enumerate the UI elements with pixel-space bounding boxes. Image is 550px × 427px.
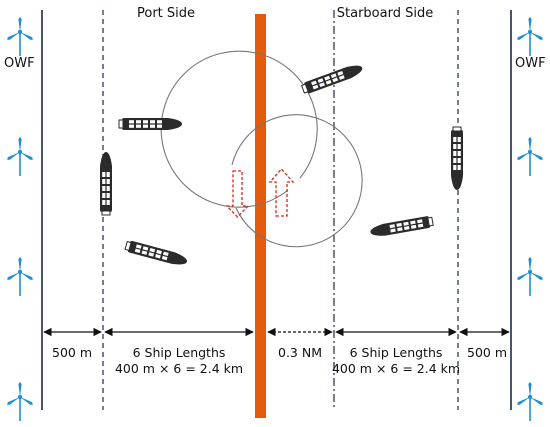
wind-turbine-icon [5,381,35,422]
starboard-side-label: Starboard Side [336,6,434,21]
starboard-turning-circle [160,50,318,208]
owf-label-right: OWF [515,56,546,71]
left-buffer-label: 500 m [51,345,93,360]
channel-gap-label: 0.3 NM [278,345,322,360]
wind-turbine-icon [515,256,545,297]
port-lengths-calc-label: 400 m × 6 = 2.4 km [114,361,244,376]
wind-turbine-icon [5,16,35,57]
starboard-lengths-label: 6 Ship Lengths [349,345,443,360]
wind-turbine-icon [515,16,545,57]
ship-icon [300,61,365,96]
owf-label-left: OWF [4,56,35,71]
wind-turbine-icon [515,381,545,422]
port-side-label: Port Side [136,6,196,21]
starboard-lengths-calc-label: 400 m × 6 = 2.4 km [331,361,461,376]
separation-zone-bar [255,14,266,418]
wind-turbine-icon [5,136,35,177]
ship-icon [99,151,113,216]
ship-icon [124,239,190,269]
port-turning-circle [231,114,363,248]
ship-icon [450,126,464,191]
ship-icon [368,214,435,239]
port-lengths-label: 6 Ship Lengths [132,345,226,360]
dashed-arrow-down-icon [225,170,250,218]
wind-turbine-icon [515,136,545,177]
wind-turbine-icon [5,256,35,297]
dashed-arrow-up-icon [268,168,295,217]
right-buffer-label: 500 m [466,345,508,360]
ship-icon [118,117,183,131]
